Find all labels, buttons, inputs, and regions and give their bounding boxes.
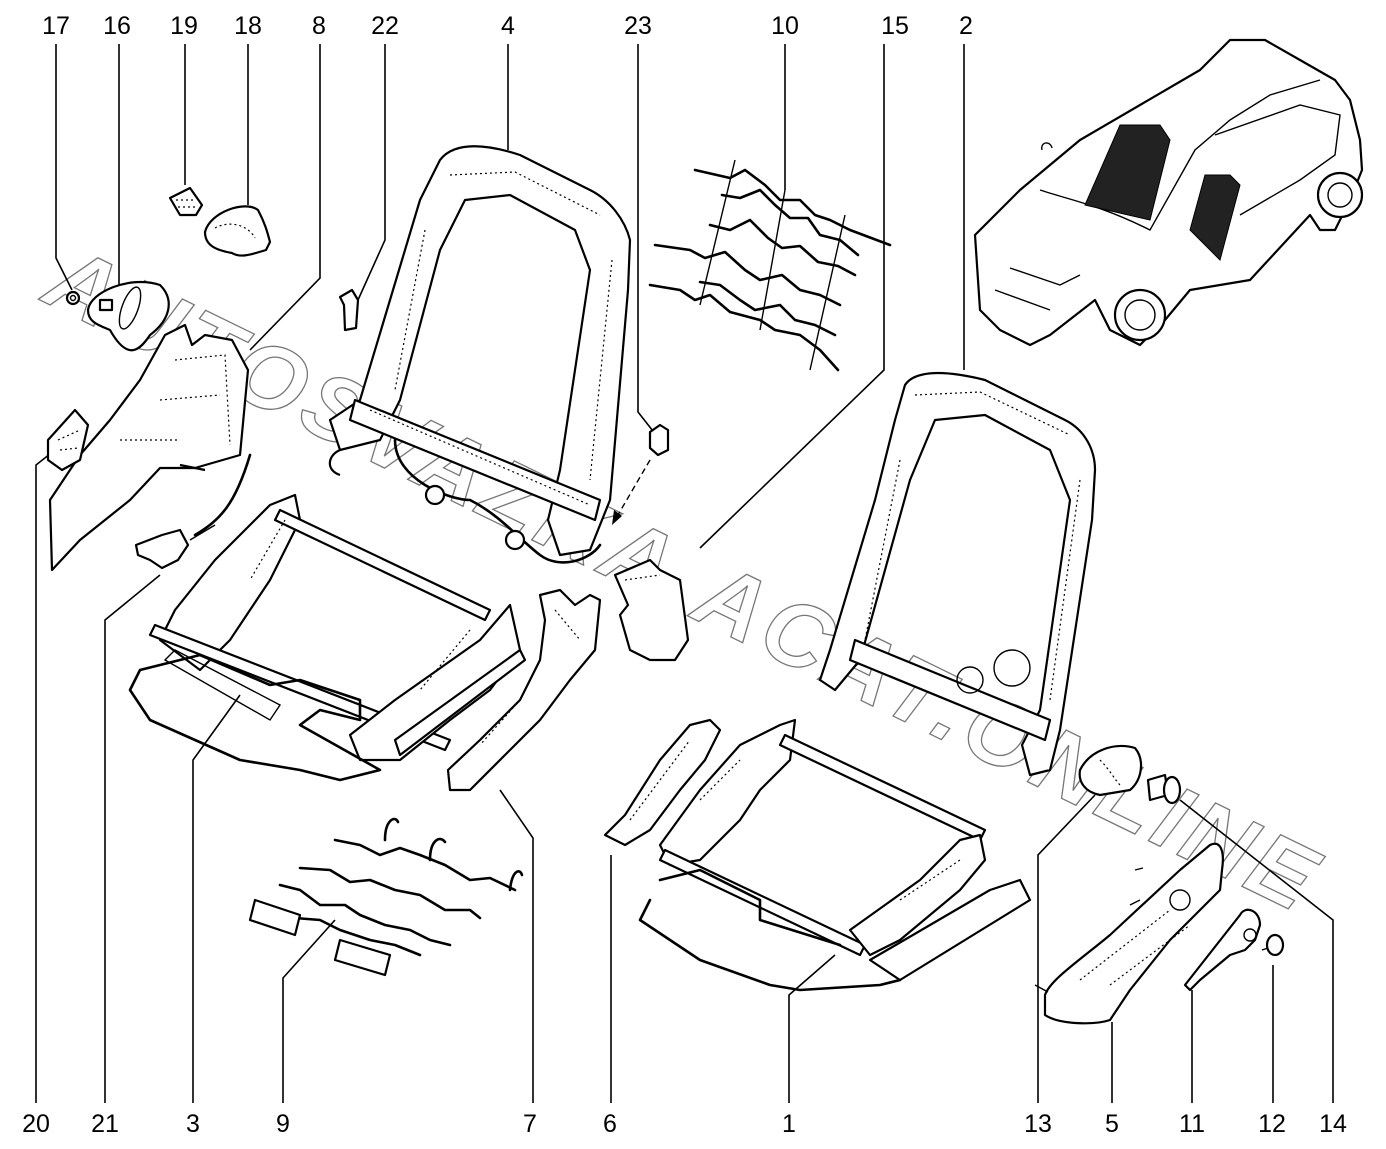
callout-18: 18 <box>234 12 262 40</box>
callout-22: 22 <box>371 12 399 40</box>
part-18-knob <box>203 205 272 257</box>
part-10-back-spring-mat <box>648 159 892 372</box>
vehicle-location-inset <box>973 38 1364 347</box>
callout-7: 7 <box>523 1110 537 1138</box>
callout-21: 21 <box>91 1110 119 1138</box>
part-20-front-trim <box>46 408 90 472</box>
part-7-inner-trim <box>446 588 602 792</box>
callout-17: 17 <box>42 12 70 40</box>
callout-14: 14 <box>1319 1110 1347 1138</box>
leader-lines <box>35 44 1334 1103</box>
leader-22 <box>357 44 386 301</box>
callout-13: 13 <box>1024 1110 1052 1138</box>
leader-9 <box>282 919 336 1103</box>
part-3-left-seat-cushion-frame <box>128 493 527 782</box>
callout-16: 16 <box>103 12 131 40</box>
callout-9: 9 <box>276 1110 290 1138</box>
callout-10: 10 <box>771 12 799 40</box>
callout-23: 23 <box>624 12 652 40</box>
callout-11: 11 <box>1179 1110 1205 1138</box>
bottom-labels: 20 21 3 9 7 6 1 13 5 11 12 14 <box>22 1110 1347 1138</box>
leader-23 <box>637 44 661 441</box>
part-12-handle-clip <box>1261 933 1285 957</box>
part-16-handle <box>86 280 170 352</box>
part-22-hook-bracket <box>338 288 360 332</box>
leader-17 <box>55 44 73 291</box>
callout-8: 8 <box>312 12 326 40</box>
callout-15: 15 <box>881 12 909 40</box>
callout-6: 6 <box>603 1110 617 1138</box>
part-23-hook-bracket <box>612 423 670 525</box>
leader-3 <box>192 694 241 1103</box>
part-13-recliner-knob-cover <box>1078 744 1143 797</box>
callout-12: 12 <box>1258 1110 1286 1138</box>
leader-8 <box>249 44 321 351</box>
callout-1: 1 <box>782 1110 796 1138</box>
part-8-side-trim <box>48 323 250 572</box>
part-6-right-inner-rail-cover <box>603 718 722 847</box>
part-11-recliner-handle <box>1183 908 1262 992</box>
part-14-push-clip <box>1146 773 1182 805</box>
callout-5: 5 <box>1105 1110 1119 1138</box>
callout-3: 3 <box>186 1110 200 1138</box>
top-labels: 17 16 19 18 8 22 4 23 10 15 2 <box>42 12 973 40</box>
part-15-recliner-cap <box>613 558 690 662</box>
leader-15 <box>699 44 885 549</box>
callout-19: 19 <box>170 12 198 40</box>
callout-20: 20 <box>22 1110 50 1138</box>
part-1-right-seat-cushion-frame <box>638 718 1032 992</box>
leader-1 <box>788 954 836 1103</box>
part-19-push-fastener <box>168 186 204 217</box>
callout-2: 2 <box>959 12 973 40</box>
callout-4: 4 <box>501 12 515 40</box>
leader-7 <box>499 789 534 1103</box>
leader-21 <box>104 574 161 1103</box>
part-4-left-seat-back-frame <box>328 145 632 564</box>
leader-14 <box>1179 799 1334 1103</box>
part-17-small-clip <box>65 290 81 306</box>
part-5-side-trim-cover <box>1034 842 1224 1025</box>
part-9-cushion-spring-mat <box>248 817 524 977</box>
part-21-lever-mechanism <box>134 453 252 570</box>
part-2-right-seat-back-frame <box>818 372 1097 777</box>
leader-13 <box>1037 794 1096 1103</box>
